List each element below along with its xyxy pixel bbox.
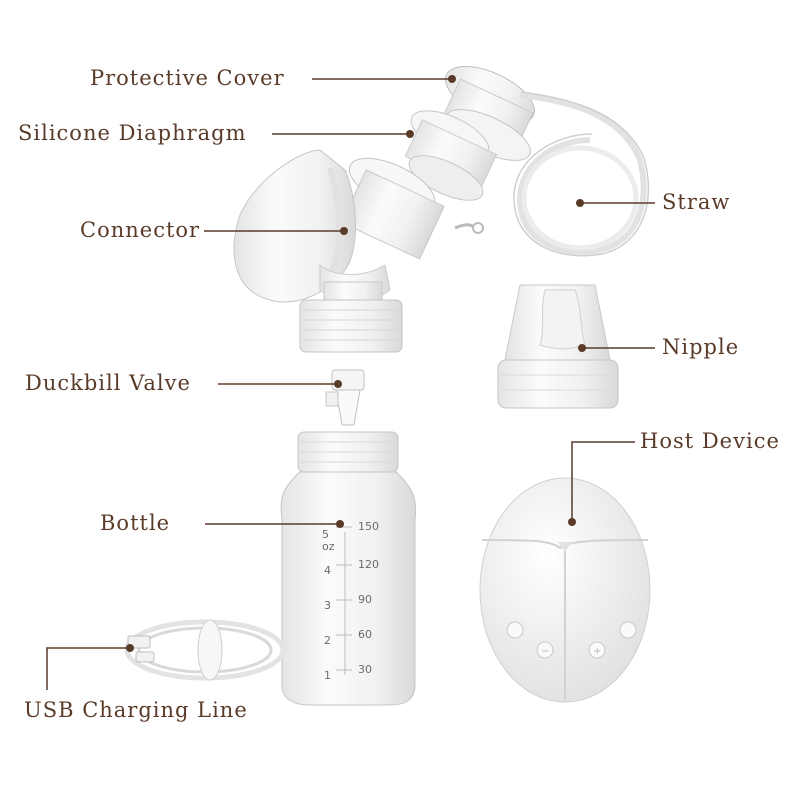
svg-text:−: − <box>541 646 549 657</box>
scale-ml-120: 120 <box>358 558 379 571</box>
scale-ml-60: 60 <box>358 628 372 641</box>
neck-ring <box>299 299 403 353</box>
scale-oz-3: 3 <box>324 599 331 612</box>
bottle-body: 150 120 90 60 30 5 oz 4 3 2 1 <box>280 431 417 706</box>
scale-ml-90: 90 <box>358 593 372 606</box>
usb-cable <box>124 619 286 681</box>
scale-oz-2: 2 <box>324 634 331 647</box>
label-silicone-diaphragm: Silicone Diaphragm <box>18 121 247 145</box>
mode-button-icon[interactable] <box>619 621 637 639</box>
scale-ml-30: 30 <box>358 663 372 676</box>
minus-button-icon[interactable] <box>536 641 554 659</box>
scale-ml-150: 150 <box>358 520 379 533</box>
duckbill-valve <box>325 369 365 426</box>
nipple-cap <box>497 284 619 409</box>
protective-cover <box>442 66 535 161</box>
breast-shield <box>233 149 391 303</box>
scale-oz-5: 5 <box>322 528 329 541</box>
svg-text:+: + <box>593 646 601 657</box>
label-duckbill-valve: Duckbill Valve <box>25 371 191 395</box>
straw-tube <box>513 91 650 257</box>
label-connector: Connector <box>80 218 201 242</box>
scale-oz-4: 4 <box>324 564 331 577</box>
power-button-icon[interactable] <box>506 621 524 639</box>
leader-lines <box>46 75 655 690</box>
label-usb-charging-line: USB Charging Line <box>24 698 248 722</box>
scale-oz-unit: oz <box>322 540 335 553</box>
scale-oz-1: 1 <box>324 669 331 682</box>
label-host-device: Host Device <box>640 429 780 453</box>
label-straw: Straw <box>662 190 731 214</box>
label-bottle: Bottle <box>100 511 171 535</box>
connector-cup <box>341 157 484 260</box>
silicone-diaphragm <box>404 110 498 201</box>
label-protective-cover: Protective Cover <box>90 66 285 90</box>
label-nipple: Nipple <box>662 335 740 359</box>
plus-button-icon[interactable] <box>588 641 606 659</box>
host-device: − + <box>479 477 651 703</box>
